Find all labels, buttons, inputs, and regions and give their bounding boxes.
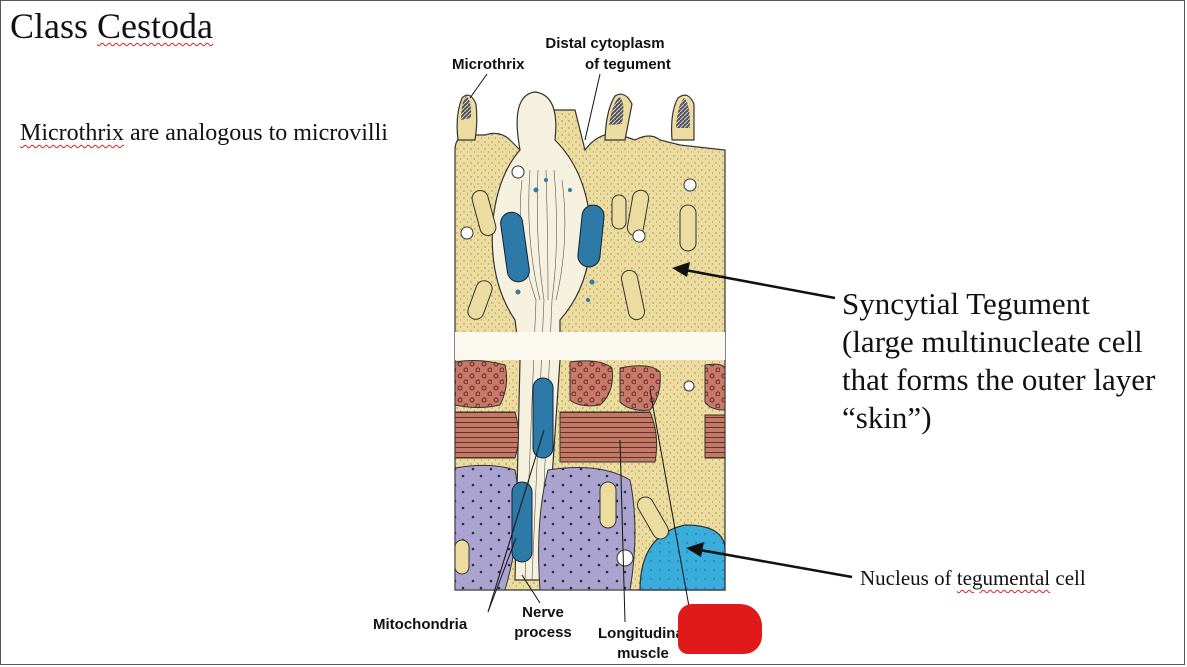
label-mitochondria: Mitochondria	[373, 616, 468, 633]
red-redaction-mark	[678, 604, 762, 654]
longitudinal-muscle	[454, 411, 726, 463]
nucleus-label: Nucleus of tegumental cell	[860, 566, 1086, 590]
nucleus-spellcheck-word: tegumental	[956, 566, 1051, 590]
label-distal-cytoplasm: Distal cytoplasm	[545, 35, 665, 52]
vesicles	[460, 165, 697, 567]
label-distal-cytoplasm-2: of tegument	[585, 56, 671, 73]
microthrix-note: Microthrix are analogous to microvilli	[20, 120, 388, 146]
basal-lamina	[455, 332, 725, 360]
mitochondria-outlined	[454, 189, 697, 575]
microthrix-projections	[456, 93, 695, 141]
tegumental-nucleus	[639, 524, 726, 591]
mitochondria	[500, 204, 605, 563]
title-spellcheck-word: Cestoda	[97, 6, 213, 46]
slide-title: Class Cestoda	[10, 6, 213, 46]
small-granules	[510, 178, 595, 302]
callout-arrows	[672, 262, 853, 579]
label-microthrix: Microthrix	[452, 56, 525, 73]
label-nerve-process: Nerve process	[514, 604, 572, 641]
syncytial-tegument-text: Syncytial Tegument (large multinucleate …	[842, 286, 1156, 435]
label-longitudinal-muscle: Longitudinal muscle	[598, 625, 688, 662]
note-spellcheck-word: Microthrix	[20, 120, 124, 146]
leader-lines	[469, 73, 691, 623]
circular-muscle	[454, 360, 726, 411]
